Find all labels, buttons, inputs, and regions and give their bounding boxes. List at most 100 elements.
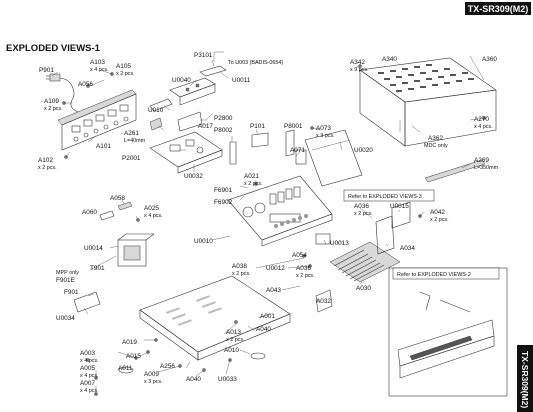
main-board-u0010 — [227, 175, 333, 247]
label-u0040: U0040 — [172, 77, 191, 84]
label-p8002: P8002 — [214, 127, 233, 134]
ref-to-u003: To U003 (BADIS-0654) — [228, 60, 283, 66]
label-a042-qty: x 2 pcs. — [430, 217, 449, 223]
label-u0012: U0012 — [266, 265, 285, 272]
label-a109: A109 — [44, 98, 59, 105]
bracket-a034 — [375, 215, 395, 255]
label-u0014: U0014 — [84, 245, 103, 252]
ref-ev2-box — [392, 267, 500, 280]
label-a360: A360 — [482, 56, 497, 63]
label-a043: A043 — [266, 287, 281, 294]
label-a102: A102 — [38, 157, 53, 164]
bracket-a017 — [177, 111, 203, 132]
rear-panel-a101 — [57, 89, 137, 151]
label-a036-a: A036 — [354, 203, 369, 210]
label-a105-qty: x 2 pcs. — [116, 71, 135, 77]
side-tab-box — [517, 345, 533, 412]
board-u0040 — [169, 77, 216, 106]
front-panel-assembly — [397, 291, 495, 379]
label-a007: A007 — [80, 380, 95, 387]
label-a013: A013 — [226, 329, 241, 336]
label-a342: A342 — [350, 59, 365, 66]
top-cover-a340 — [359, 57, 497, 147]
label-a256: A256 — [160, 363, 175, 370]
label-f901e: F901E — [56, 277, 75, 284]
label-f901: F901 — [64, 289, 79, 296]
model-tag-box — [465, 2, 531, 15]
label-a060: A060 — [82, 209, 97, 216]
label-a071: A071 — [290, 147, 305, 154]
label-a103: A103 — [90, 59, 105, 66]
label-a261: A261 — [124, 130, 139, 137]
cable-p8001 — [285, 129, 295, 157]
label-a340: A340 — [382, 56, 397, 63]
fuse-board-u0034 — [73, 291, 101, 313]
label-a270-qty: x 4 pcs. — [474, 124, 493, 130]
label-a015: A015 — [126, 353, 141, 360]
label-f6901: F6901 — [214, 187, 233, 194]
ref-ev3: Refer to EXPLODED VIEWS-3 — [348, 194, 422, 200]
label-u0033: U0033 — [218, 376, 237, 383]
label-p3101: P3101 — [194, 52, 213, 59]
ref-ev3-box — [343, 189, 435, 202]
label-a005: A005 — [80, 365, 95, 372]
section-title: EXPLODED VIEWS-1 — [6, 43, 101, 54]
label-a105: A105 — [116, 63, 131, 70]
label-u0013: U0013 — [330, 240, 349, 247]
label-u0010: U0010 — [194, 238, 213, 245]
bracket-a071 — [295, 149, 307, 165]
model-tag: TX-SR309(M2) — [468, 4, 529, 14]
board-u0032 — [149, 131, 223, 174]
label-a103-qty: x 4 pcs. — [90, 67, 109, 73]
label-u0032: U0032 — [184, 173, 203, 180]
label-a342-qty: x 9 pcs. — [350, 67, 369, 73]
label-a269: A269 — [474, 157, 489, 164]
label-u0011: U0011 — [232, 77, 251, 84]
label-a019: A019 — [122, 339, 137, 346]
part-labels: P901 A103 x 4 pcs. A105 x 2 pcs. A056 A1… — [38, 52, 499, 394]
label-a021-qty: x 2 pcs. — [244, 181, 263, 187]
label-a025: A025 — [144, 205, 159, 212]
ref-ev2: Refer to EXPLODED VIEWS-2 — [397, 272, 471, 278]
strip-a269 — [424, 159, 486, 183]
label-a003-qty: x 4 pcs. — [80, 358, 99, 364]
bracket-a060 — [99, 210, 115, 221]
label-a011: A011 — [118, 365, 133, 372]
label-u010: U010 — [148, 107, 164, 114]
label-a003: A003 — [80, 350, 95, 357]
label-p2800: P2800 — [214, 115, 233, 122]
label-a001: A001 — [260, 313, 275, 320]
label-a013-qty: x 2 pcs. — [226, 337, 245, 343]
label-a362-qty: MDC only — [424, 143, 448, 149]
bracket-a032 — [315, 289, 333, 313]
label-f6902: F6902 — [214, 199, 233, 206]
label-a009: A009 — [144, 371, 159, 378]
label-a073-qty: x 3 pcs. — [316, 133, 335, 139]
chassis-a001 — [139, 275, 291, 361]
label-a269-qty: L=350mm — [474, 165, 499, 171]
transformer-t901 — [117, 233, 155, 267]
label-a056: A056 — [78, 81, 93, 88]
label-a073: A073 — [316, 125, 331, 132]
clip-a261 — [149, 117, 163, 131]
label-a007-qty: x 4 pcs. — [80, 388, 99, 394]
side-tab: TX-SR309(M2) — [520, 351, 530, 408]
leader-lines — [51, 55, 485, 394]
board-u0011 — [199, 51, 227, 77]
board-u0015 — [391, 201, 411, 229]
label-mpp-only: MPP only — [56, 270, 79, 276]
label-a032: A032 — [316, 298, 331, 305]
label-a102-qty: x 2 pcs. — [38, 165, 57, 171]
bracket-a058 — [117, 201, 133, 211]
label-a036-b-qty: x 2 pcs. — [296, 273, 315, 279]
label-a040-a: A040 — [256, 326, 271, 333]
label-p101: P101 — [250, 123, 265, 130]
label-a034: A034 — [400, 245, 415, 252]
label-p2001: P2001 — [122, 155, 141, 162]
foot-a011 — [118, 366, 134, 374]
ref-ev2-frame — [388, 267, 508, 397]
label-u0034: U0034 — [56, 315, 75, 322]
cable-p101 — [251, 132, 269, 148]
label-a010: A010 — [224, 347, 239, 354]
